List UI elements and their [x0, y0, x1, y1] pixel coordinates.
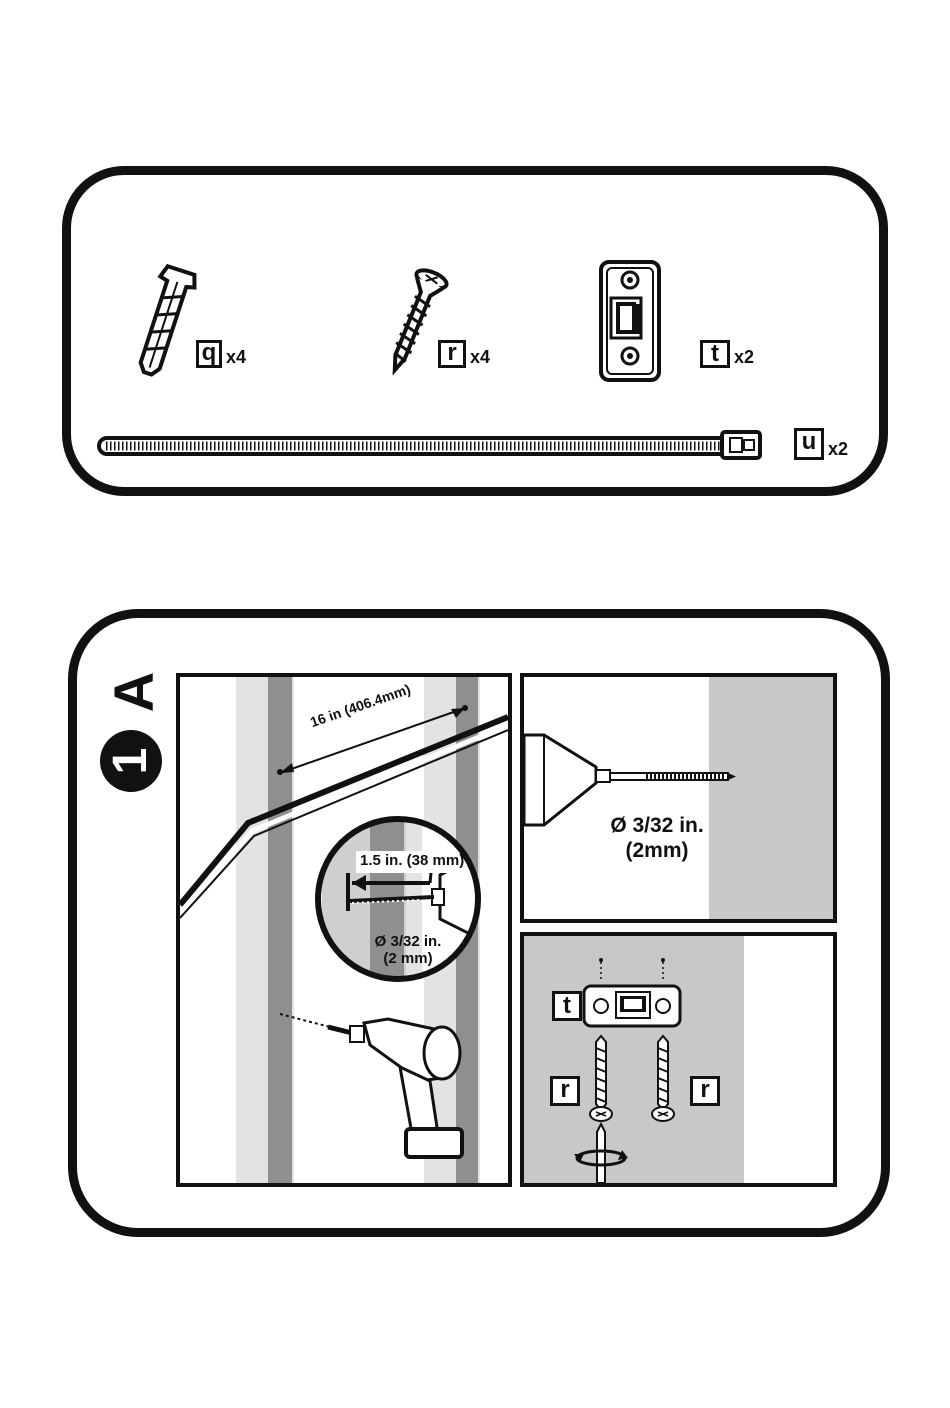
wall-anchor-icon — [131, 265, 199, 379]
bit-size-line2: (2 mm) — [368, 950, 448, 967]
part-label-t: t x2 — [700, 340, 754, 368]
step-label: 1 A — [96, 660, 166, 795]
part-quantity: x4 — [226, 347, 246, 368]
screw-right — [652, 1036, 674, 1121]
wall-illustration — [180, 677, 508, 1183]
step-letter: A — [104, 662, 164, 722]
panel-bit: Ø 3/32 in. (2mm) — [520, 673, 837, 923]
bit-size-line1: Ø 3/32 in. — [368, 933, 448, 950]
panel-wall: 16 in (406.4mm) 1.5 in. (38 mm) Ø 3/32 i… — [176, 673, 512, 1187]
panel-mount: t r r — [520, 932, 837, 1187]
part-letter-box: t — [700, 340, 730, 368]
bit-diameter-label: Ø 3/32 in. (2mm) — [582, 813, 732, 863]
part-label-r: r x4 — [438, 340, 490, 368]
bracket-t-horizontal — [584, 986, 680, 1026]
part-t-label: t — [552, 991, 582, 1021]
part-quantity: x2 — [734, 347, 754, 368]
part-letter-box: r — [438, 340, 466, 368]
bit-diameter-line1: Ø 3/32 in. — [582, 813, 732, 838]
step-badge: 1 — [100, 730, 162, 792]
part-quantity: x2 — [828, 439, 848, 460]
mount-illustration — [524, 936, 833, 1183]
step-number: 1 — [104, 748, 157, 775]
part-r-label-left: r — [550, 1076, 580, 1106]
bit-illustration — [524, 677, 833, 919]
part-letter-box: q — [196, 340, 222, 368]
bit-diameter-line2: (2mm) — [582, 838, 732, 863]
depth-label: 1.5 in. (38 mm) — [360, 852, 464, 869]
bracket-plate-icon — [601, 262, 659, 380]
part-quantity: x4 — [470, 347, 490, 368]
bit-size-label: Ø 3/32 in. (2 mm) — [368, 933, 448, 967]
part-label-q: q x4 — [196, 340, 246, 368]
screw-left — [590, 1036, 612, 1121]
screwdriver-icon — [574, 1124, 628, 1183]
part-label-u: u x2 — [794, 428, 848, 460]
cable-tie-icon — [99, 432, 760, 458]
part-r-label-right: r — [690, 1076, 720, 1106]
part-letter-box: u — [794, 428, 824, 460]
